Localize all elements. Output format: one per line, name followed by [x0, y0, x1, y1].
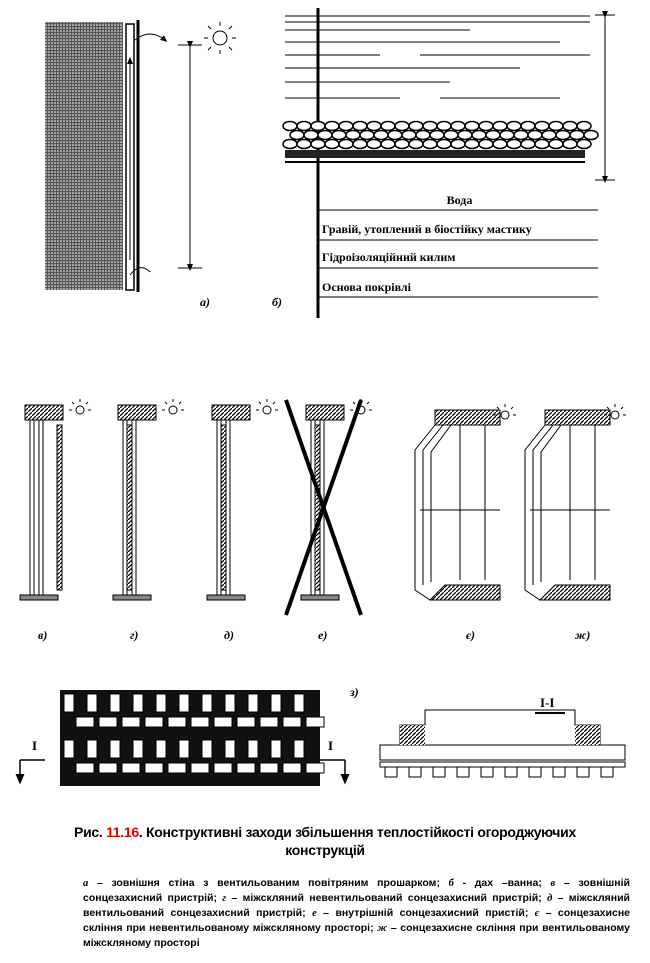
legend-key: д [547, 893, 553, 904]
section-title: I-I [540, 695, 555, 710]
figure-number: 11.16 [106, 824, 139, 840]
legend-key: г [222, 893, 227, 904]
label-b: б) [272, 295, 282, 309]
legend-text: – сонцезахисне скління при вентильованом… [83, 922, 630, 949]
caption-prefix: Рис. [74, 824, 107, 840]
legend-text: – зовнішній сонцезахисний пристрій; [83, 877, 630, 904]
section-mark-left-label: I [32, 738, 38, 753]
legend-text: - дах –ванна; [453, 877, 551, 889]
section-mark-right-label: I [328, 738, 334, 753]
layer-water: Вода [446, 193, 473, 207]
legend-key: а [83, 878, 89, 889]
section-mark-right [320, 759, 350, 785]
layer-base: Основа покрівлі [322, 280, 411, 294]
label-a: а) [200, 295, 210, 309]
section-mark-left [15, 759, 45, 785]
window-section-3d [414, 404, 516, 601]
legend-text: – зовнішня стіна з вентильованим повітря… [88, 877, 449, 889]
window-section-3d [524, 404, 626, 601]
window-section [19, 399, 91, 601]
figure-legend: а – зовнішня стіна з вентильованим повіт… [83, 876, 630, 951]
legend-text: – сонцезахисне скління при невентильован… [83, 907, 631, 934]
window-diagrams [19, 399, 626, 616]
legend-key: ж [377, 923, 388, 934]
layer-waterproofing: Гідроізоляційний килим [322, 250, 456, 264]
roof-diagram-b [282, 8, 615, 318]
window-section [206, 399, 278, 601]
label-zh: ж) [575, 628, 591, 642]
legend-key: є [534, 908, 540, 919]
legend-text: – міжскляний невентильований сонцезахисн… [226, 892, 548, 904]
label-d: д) [224, 628, 234, 642]
brick-diagram-z [15, 690, 626, 786]
legend-key: е [312, 908, 317, 919]
layer-gravel: Гравій, утоплений в біостійку мастику [322, 222, 532, 236]
window-section [112, 399, 184, 601]
legend-key: б [448, 878, 454, 889]
wall-diagram-a [45, 20, 236, 292]
window-section [284, 399, 372, 616]
figure-drawings [15, 8, 626, 786]
sun-icon [204, 22, 236, 54]
legend-text: – внутрішній сонцезахисний пристій; [316, 907, 535, 919]
legend-key: в [550, 878, 556, 889]
label-z: з) [350, 685, 359, 699]
label-e: е) [318, 628, 328, 642]
figure-caption: Рис. 11.16. Конструктивні заходи збільше… [60, 823, 590, 859]
label-ye: є) [466, 628, 475, 642]
legend-text: – міжскляний вентильований сонцезахисний… [83, 892, 631, 919]
label-g: г) [130, 628, 139, 642]
caption-title: . Конструктивні заходи збільшення теплос… [138, 824, 576, 858]
label-v: в) [38, 628, 48, 642]
